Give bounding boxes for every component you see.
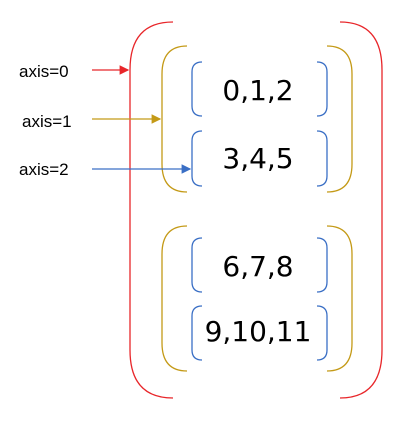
row-text-1: 0,1,2	[222, 74, 294, 107]
axis1-group2-left-bracket	[161, 225, 188, 372]
row-text-3: 6,7,8	[222, 250, 294, 283]
axis2-row2-left-bracket	[191, 130, 203, 187]
axis0-right-bracket	[339, 21, 383, 399]
axis2-row3-left-bracket	[191, 237, 203, 293]
axis0-label: axis=0	[19, 62, 69, 81]
axis0-left-bracket	[129, 21, 174, 399]
axis2-row3-right-bracket	[316, 237, 328, 293]
axis1-group2-right-bracket	[326, 225, 353, 372]
axis1-label: axis=1	[22, 112, 72, 131]
axis2-row4-left-bracket	[191, 305, 203, 361]
axis2-label: axis=2	[19, 160, 69, 179]
axis2-row4-right-bracket	[316, 305, 328, 361]
axis1-group1-left-bracket	[161, 45, 188, 193]
row-text-2: 3,4,5	[222, 142, 294, 175]
axis1-group1-right-bracket	[326, 45, 353, 193]
axis2-row1-right-bracket	[316, 61, 328, 117]
row-text-4: 9,10,11	[204, 315, 312, 348]
axis2-row1-left-bracket	[191, 61, 203, 117]
axis2-row2-right-bracket	[316, 130, 328, 187]
